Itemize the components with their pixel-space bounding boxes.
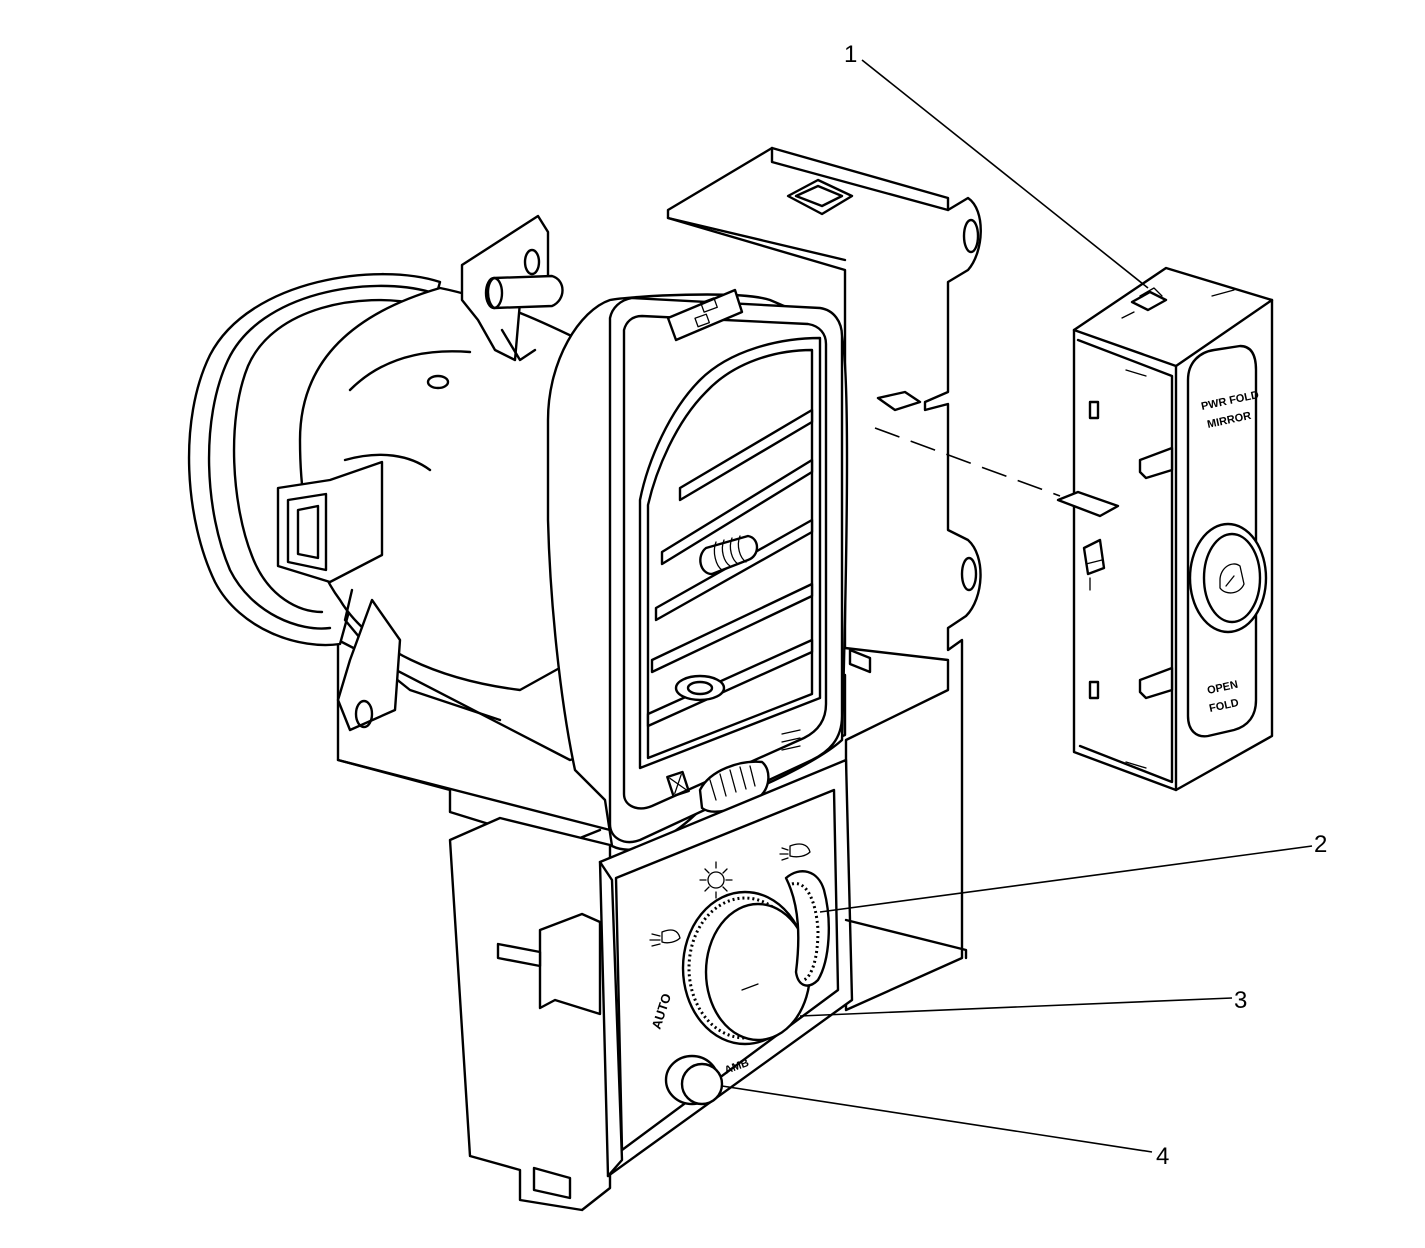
- callout-1: 1: [844, 41, 857, 68]
- headlamp-switch-panel: AUTO AMB: [448, 758, 968, 1212]
- callout-4: 4: [1156, 1143, 1169, 1170]
- headlamp-switch-knob: [681, 890, 812, 1046]
- leader-line-4: [721, 1085, 1153, 1153]
- fog-lamp-switch-button: [664, 1054, 724, 1106]
- mirror-fold-button: [1188, 522, 1268, 634]
- assembly-path-line: [874, 427, 1061, 497]
- headlamp-icon: [779, 843, 811, 861]
- callout-3: 3: [1234, 987, 1247, 1014]
- leader-line-1: [861, 59, 1149, 289]
- callout-2: 2: [1314, 831, 1327, 858]
- leader-line-3: [799, 997, 1233, 1017]
- fog-lamp-icon: [649, 929, 681, 947]
- panel-dimmer-wheel: [784, 870, 830, 987]
- park-lamp-icon: [699, 861, 733, 899]
- leader-line-2: [819, 845, 1313, 913]
- vent-bezel: [546, 288, 849, 851]
- power-fold-mirror-switch: PWR FOLD MIRROR OPEN FOLD: [1056, 266, 1274, 792]
